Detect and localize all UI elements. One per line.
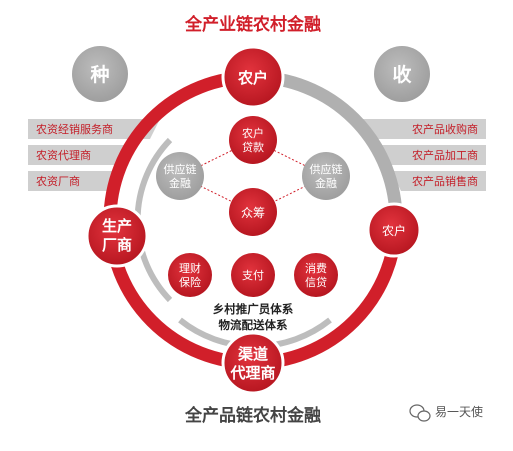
left-band-3 <box>28 171 124 191</box>
center-text-line2: 物流配送体系 <box>219 318 288 332</box>
node-bottom-agent-line1: 渠道 <box>238 345 268 363</box>
node-bottom-agent-line2: 代理商 <box>229 364 275 382</box>
title-bottom: 全产品链农村金融 <box>184 405 321 426</box>
node-consumer-credit-line2: 信贷 <box>305 275 327 289</box>
right-gray-circle <box>374 46 430 102</box>
node-crowdfunding-label: 众筹 <box>241 206 265 220</box>
node-top-farmer-label: 农户 <box>237 69 268 87</box>
node-payment <box>231 253 275 297</box>
node-consumer-credit <box>294 253 338 297</box>
right-label-1: 农产品收购商 <box>412 122 478 136</box>
node-wealth-insurance-line1: 理财 <box>179 261 201 275</box>
node-bottom-agent <box>221 331 285 395</box>
wechat-icon <box>409 404 431 422</box>
node-left-manufacturer-line1: 生产 <box>102 217 132 235</box>
node-consumer-credit-line1: 消费 <box>305 261 327 275</box>
node-top-farmer <box>221 45 285 109</box>
node-supply-chain-left-line2: 金融 <box>169 176 191 190</box>
right-label-3: 农产品销售商 <box>412 174 478 188</box>
left-band-1 <box>28 119 160 139</box>
node-left-manufacturer <box>85 204 149 268</box>
node-crowdfunding <box>229 188 277 236</box>
node-farmer-loan-line1: 农户 <box>242 126 264 140</box>
right-band-2 <box>378 145 486 165</box>
left-gray-circle <box>72 46 128 102</box>
node-right-farmer-label: 农户 <box>382 223 406 238</box>
watermark: 易一天使 <box>409 404 483 422</box>
right-label-2: 农产品加工商 <box>412 148 478 162</box>
node-supply-chain-left-line1: 供应链 <box>164 162 197 176</box>
node-farmer-loan <box>229 116 277 164</box>
right-gray-circle-label: 收 <box>392 63 411 86</box>
watermark-text: 易一天使 <box>435 404 483 419</box>
left-gray-circle-label: 种 <box>89 64 109 86</box>
center-text-line1: 乡村推广员体系 <box>213 302 294 316</box>
node-supply-chain-left <box>156 152 204 200</box>
left-label-1: 农资经销服务商 <box>36 122 113 136</box>
left-label-2: 农资代理商 <box>36 148 91 162</box>
node-right-farmer <box>366 202 422 258</box>
node-farmer-loan-line2: 贷款 <box>242 140 264 154</box>
left-label-3: 农资厂商 <box>36 174 80 188</box>
node-supply-chain-right <box>302 152 350 200</box>
node-wealth-insurance <box>168 253 212 297</box>
node-supply-chain-right-line1: 供应链 <box>310 162 343 176</box>
node-payment-label: 支付 <box>242 269 264 282</box>
node-supply-chain-right-line2: 金融 <box>315 176 337 190</box>
node-left-manufacturer-line2: 厂商 <box>102 236 132 254</box>
right-band-1 <box>357 119 486 139</box>
left-band-2 <box>28 145 137 165</box>
title-top: 全产业链农村金融 <box>184 14 321 35</box>
right-band-3 <box>391 171 486 191</box>
node-wealth-insurance-line2: 保险 <box>179 275 201 289</box>
